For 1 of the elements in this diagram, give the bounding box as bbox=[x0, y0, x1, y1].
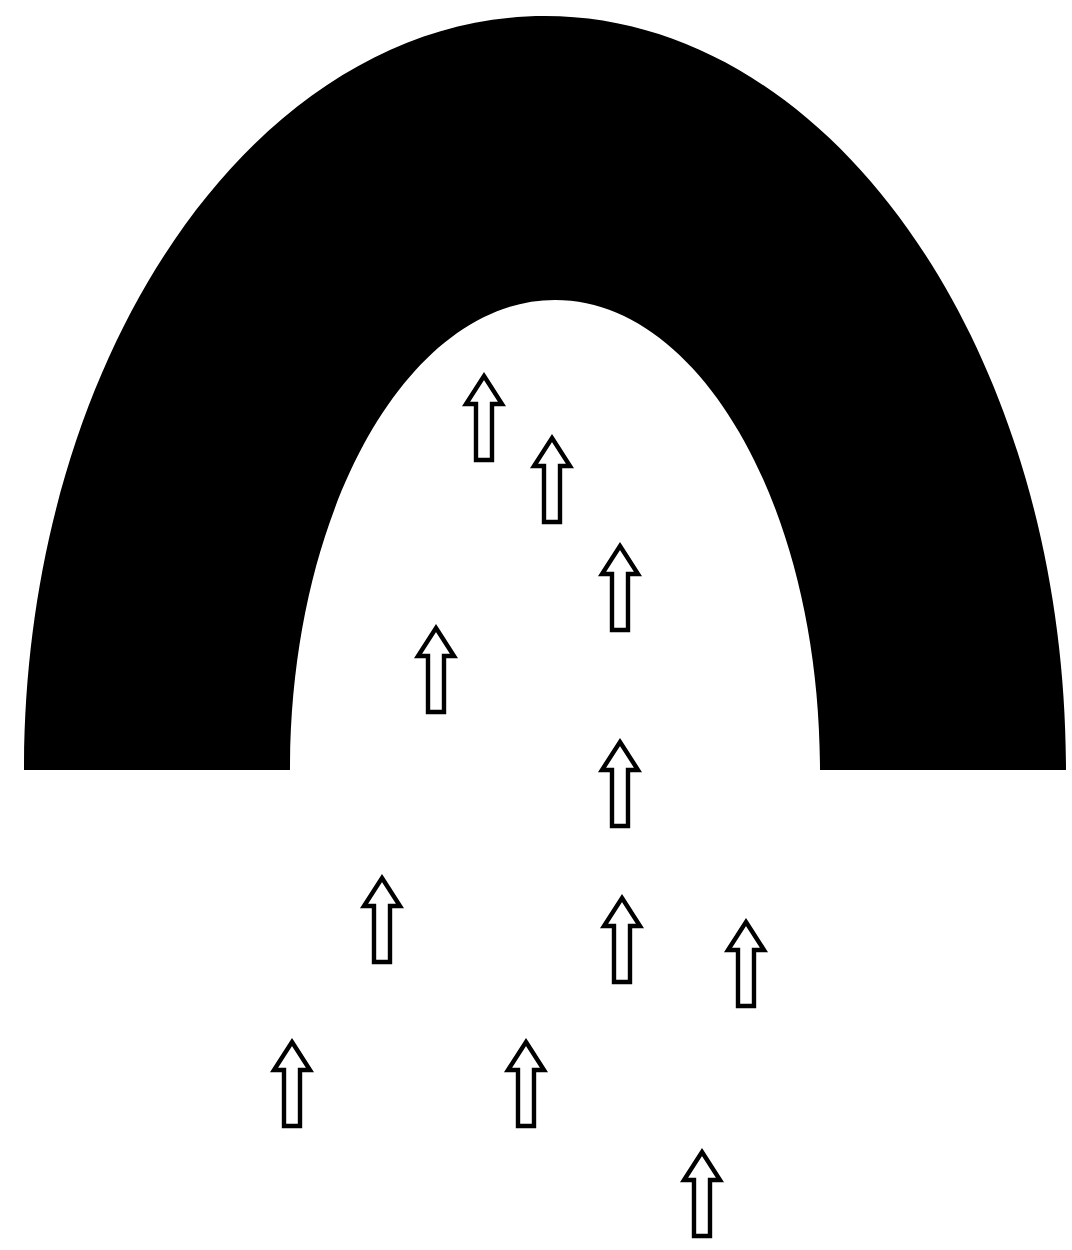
arch-shape bbox=[24, 16, 1066, 770]
